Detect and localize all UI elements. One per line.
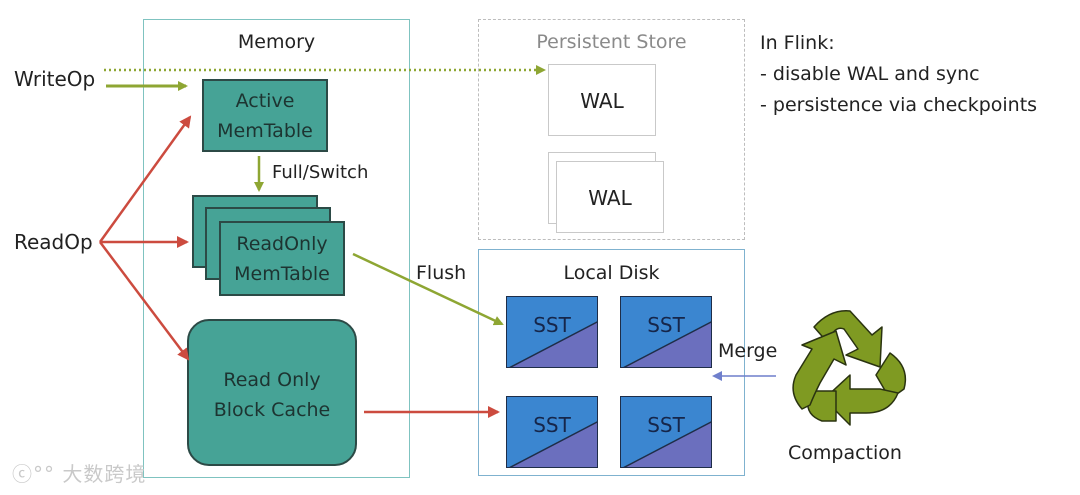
active-memtable-line1: Active	[235, 90, 295, 112]
watermark-text: 大数跨境	[62, 462, 147, 486]
readonly-memtable-line2: MemTable	[234, 263, 330, 285]
wal-box-stacked: WAL	[556, 161, 664, 233]
persistent-store-container	[478, 19, 745, 240]
sst-fill-icon	[507, 297, 597, 367]
read-cache-arrow	[99, 241, 190, 361]
read-active-arrow	[98, 115, 192, 243]
compaction-label: Compaction	[788, 442, 902, 464]
sst-file: SST	[620, 296, 712, 368]
sst-file: SST	[620, 396, 712, 468]
sst-label: SST	[533, 313, 571, 337]
sst-label: SST	[647, 413, 685, 437]
local-disk-container	[478, 249, 745, 476]
wal-box: WAL	[548, 64, 656, 136]
block-cache-line2: Block Cache	[213, 399, 331, 421]
read-op-label: ReadOp	[14, 230, 93, 254]
sst-fill-icon	[621, 397, 711, 467]
readonly-memtable-line1: ReadOnly	[236, 233, 328, 255]
full-switch-label: Full/Switch	[272, 162, 369, 183]
block-cache: Read Only Block Cache	[187, 319, 357, 466]
memory-title: Memory	[237, 31, 316, 53]
readonly-memtable: ReadOnly MemTable	[219, 221, 345, 296]
flush-label: Flush	[416, 262, 467, 284]
sst-file: SST	[506, 296, 598, 368]
flink-notes-heading: In Flink:	[760, 32, 835, 54]
flink-note-item: - persistence via checkpoints	[760, 94, 1038, 116]
sst-file: SST	[506, 396, 598, 468]
merge-label: Merge	[718, 340, 778, 362]
watermark-logo: ⓒ°° 大数跨境	[12, 458, 146, 487]
active-memtable: Active MemTable	[202, 79, 328, 152]
recycle-icon	[792, 310, 907, 426]
sst-fill-icon	[621, 297, 711, 367]
watermark-icon: ⓒ°°	[12, 462, 55, 486]
sst-fill-icon	[507, 397, 597, 467]
write-op-label: WriteOp	[14, 67, 96, 91]
local-disk-title: Local Disk	[563, 262, 660, 284]
flush-arrow	[352, 252, 504, 326]
active-memtable-line2: MemTable	[217, 120, 313, 142]
flink-note-item: - disable WAL and sync	[760, 63, 980, 85]
flink-notes: In Flink: - disable WAL and sync - persi…	[760, 28, 1037, 121]
persistent-store-title: Persistent Store	[536, 31, 687, 53]
memory-container	[143, 19, 410, 478]
sst-label: SST	[533, 413, 571, 437]
block-cache-line1: Read Only	[223, 369, 321, 391]
sst-label: SST	[647, 313, 685, 337]
